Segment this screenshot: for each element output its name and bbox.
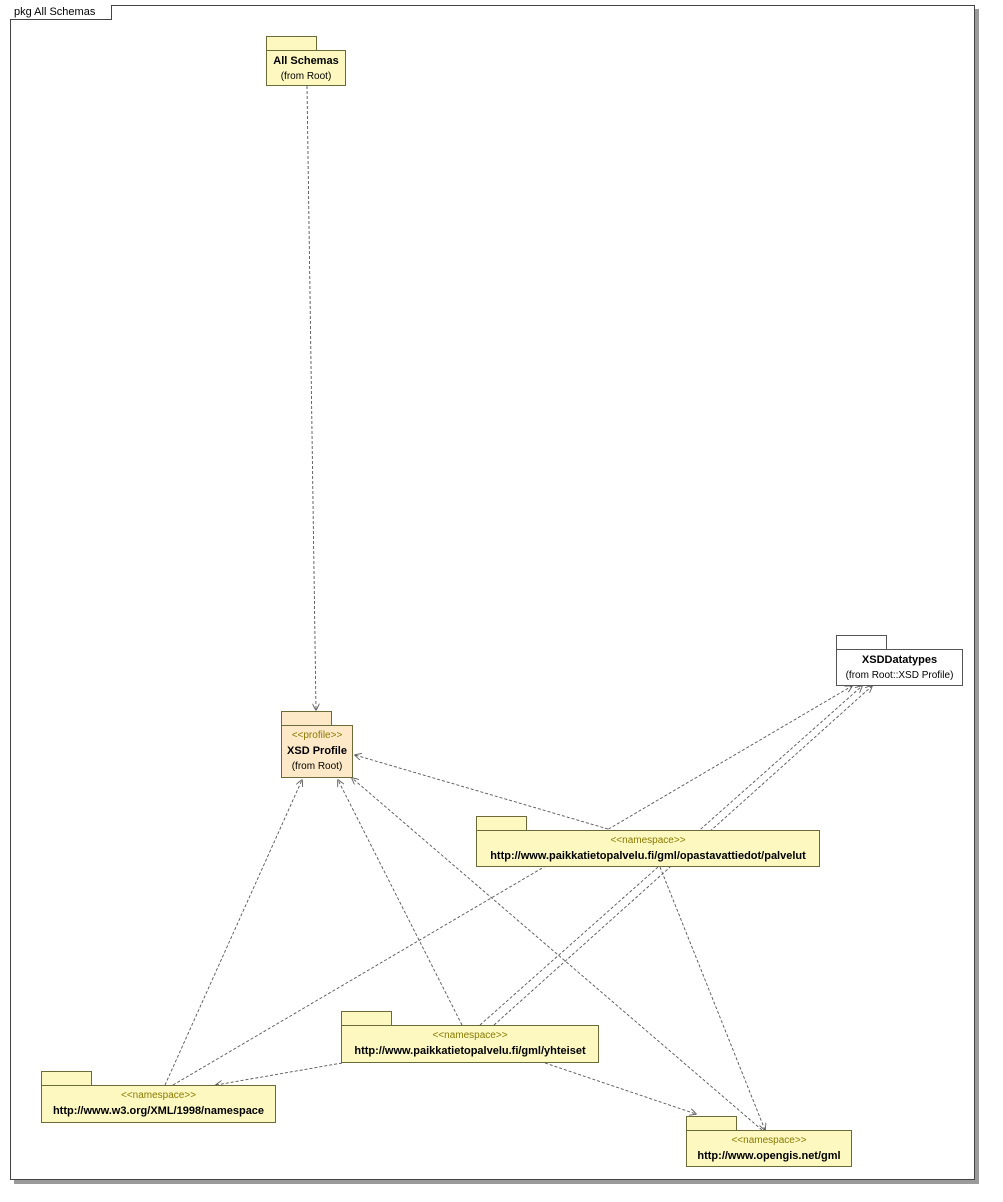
package-xsd-datatypes[interactable]: XSDDatatypes (from Root::XSD Profile) — [836, 635, 963, 686]
package-body: <<namespace>> http://www.w3.org/XML/1998… — [41, 1085, 276, 1123]
package-body: <<namespace>> http://www.opengis.net/gml — [686, 1130, 852, 1167]
edge-yhteiset-to-w3 — [216, 1062, 343, 1085]
package-body: <<namespace>> http://www.paikkatietopalv… — [476, 830, 820, 867]
package-stereotype: <<namespace>> — [731, 1134, 807, 1146]
package-name: All Schemas — [273, 54, 339, 67]
package-origin: (from Root) — [291, 761, 343, 772]
package-yhteiset[interactable]: <<namespace>> http://www.paikkatietopalv… — [341, 1011, 599, 1063]
package-body: All Schemas (from Root) — [266, 50, 346, 86]
package-tab — [341, 1011, 392, 1026]
package-all-schemas[interactable]: All Schemas (from Root) — [266, 36, 346, 86]
edge-opengis-to-xsdprofile — [352, 778, 763, 1131]
package-xsd-profile[interactable]: <<profile>> XSD Profile (from Root) — [281, 711, 353, 778]
package-stereotype: <<namespace>> — [120, 1090, 197, 1101]
package-name: XSD Profile — [287, 745, 347, 757]
package-opengis[interactable]: <<namespace>> http://www.opengis.net/gml — [686, 1116, 852, 1167]
diagram-frame — [10, 5, 975, 1180]
package-stereotype: <<namespace>> — [610, 834, 686, 846]
package-origin: (from Root::XSD Profile) — [845, 670, 954, 681]
package-palvelut[interactable]: <<namespace>> http://www.paikkatietopalv… — [476, 816, 820, 867]
package-tab — [476, 816, 527, 831]
frame-label: pkg All Schemas — [10, 5, 113, 20]
package-name: http://www.w3.org/XML/1998/namespace — [52, 1105, 265, 1117]
edge-yhteiset-to-xsdprofile — [338, 780, 463, 1026]
package-body: <<profile>> XSD Profile (from Root) — [281, 725, 353, 778]
package-tab — [266, 36, 317, 51]
edge-w3-to-xsdprofile — [164, 780, 302, 1086]
edge-palvelut-to-xsdprofile — [355, 755, 609, 830]
package-w3-namespace[interactable]: <<namespace>> http://www.w3.org/XML/1998… — [41, 1071, 276, 1123]
package-origin: (from Root) — [280, 70, 332, 82]
package-stereotype: <<namespace>> — [432, 1030, 508, 1041]
edge-w3-to-xsddatatypes — [172, 686, 852, 1086]
package-name: http://www.opengis.net/gml — [697, 1149, 841, 1162]
edge-allschemas-to-xsdprofile — [306, 85, 316, 710]
package-name: http://www.paikkatietopalvelu.fi/gml/opa… — [490, 849, 806, 862]
edge-yhteiset-to-opengis — [544, 1062, 696, 1114]
package-body: <<namespace>> http://www.paikkatietopalv… — [341, 1025, 599, 1063]
package-stereotype: <<profile>> — [291, 730, 343, 741]
package-body: XSDDatatypes (from Root::XSD Profile) — [836, 649, 963, 686]
package-tab — [836, 635, 887, 650]
package-tab — [41, 1071, 92, 1086]
package-name: http://www.paikkatietopalvelu.fi/gml/yht… — [354, 1045, 586, 1057]
package-tab — [281, 711, 332, 726]
package-name: XSDDatatypes — [861, 654, 938, 666]
package-tab — [686, 1116, 737, 1131]
edge-palvelut-to-opengis — [659, 866, 765, 1130]
